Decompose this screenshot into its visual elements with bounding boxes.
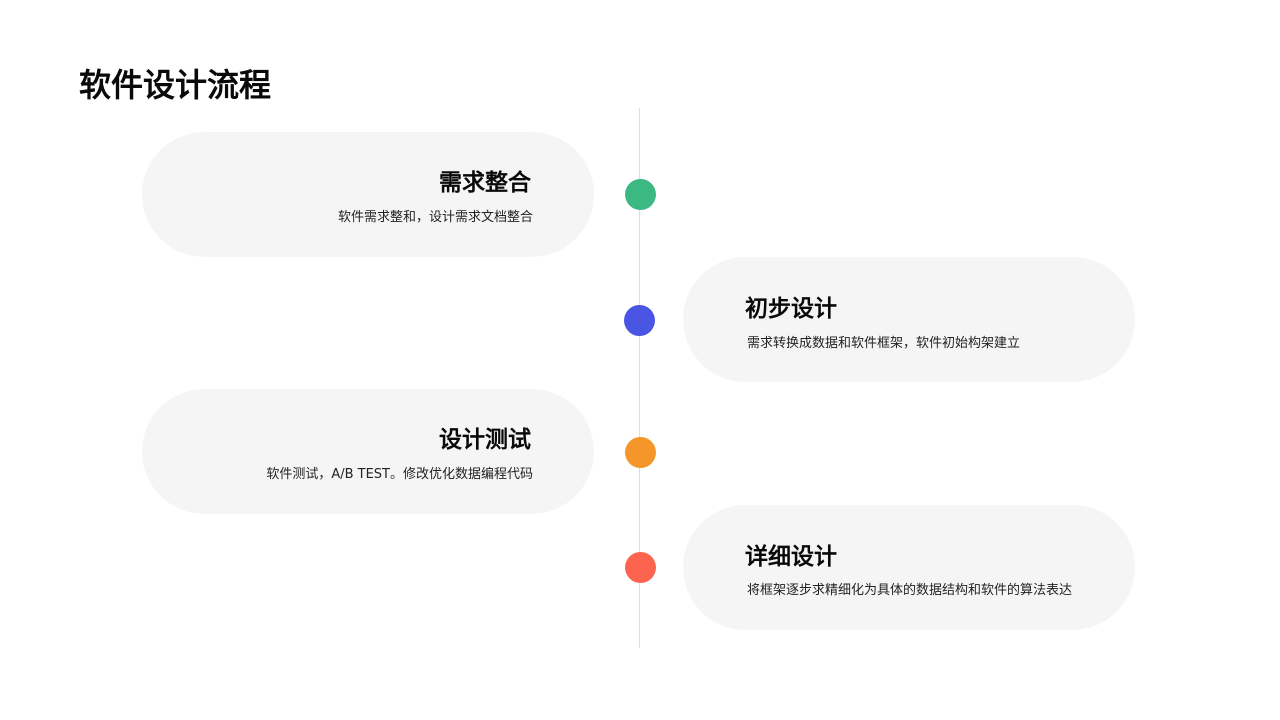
timeline-dot-red xyxy=(625,552,656,583)
step-title: 需求整合 xyxy=(439,170,531,196)
timeline-dot-blue xyxy=(624,305,655,336)
timeline-dot-green xyxy=(625,179,656,210)
step-card-design-testing: 设计测试 软件测试，A/B TEST。修改优化数据编程代码 xyxy=(142,389,594,514)
step-description: 软件测试，A/B TEST。修改优化数据编程代码 xyxy=(266,467,533,482)
step-card-preliminary-design: 初步设计 需求转换成数据和软件框架，软件初始构架建立 xyxy=(683,257,1135,382)
step-title: 设计测试 xyxy=(439,427,531,453)
page-title: 软件设计流程 xyxy=(79,66,272,104)
step-title: 初步设计 xyxy=(745,296,837,322)
step-title: 详细设计 xyxy=(745,544,837,570)
step-description: 软件需求整和，设计需求文档整合 xyxy=(337,210,533,225)
step-card-requirements: 需求整合 软件需求整和，设计需求文档整合 xyxy=(142,132,594,257)
step-card-detailed-design: 详细设计 将框架逐步求精细化为具体的数据结构和软件的算法表达 xyxy=(683,505,1135,630)
timeline-dot-orange xyxy=(625,437,656,468)
step-description: 将框架逐步求精细化为具体的数据结构和软件的算法表达 xyxy=(747,583,1073,598)
step-description: 需求转换成数据和软件框架，软件初始构架建立 xyxy=(747,336,1021,351)
timeline-line xyxy=(639,108,640,648)
